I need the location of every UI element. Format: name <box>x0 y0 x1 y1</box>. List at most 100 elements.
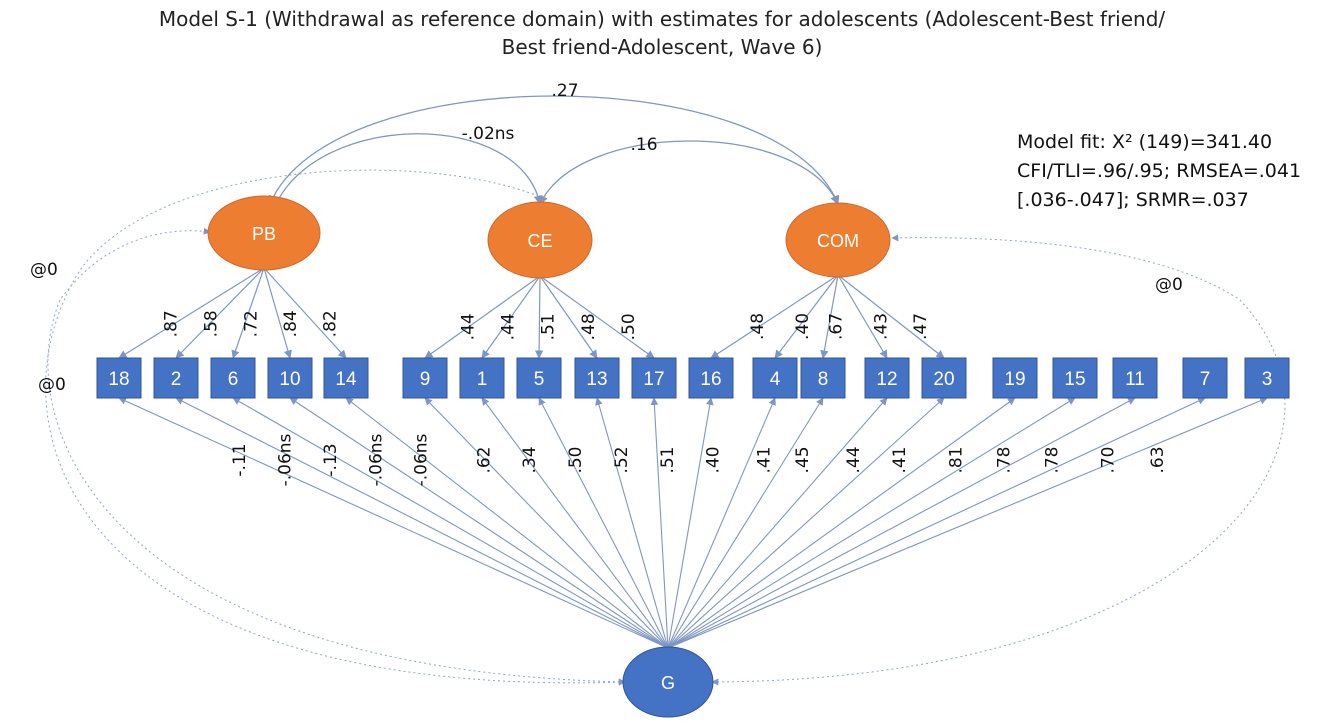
factor-pb: PB <box>207 195 321 271</box>
indicator-rect-8 <box>800 357 846 399</box>
indicator-rect-19 <box>992 357 1038 399</box>
loading-label-ce-13: .48 <box>579 313 599 340</box>
indicator-box-17: 17 <box>631 357 677 399</box>
loading-label-ce-1: .44 <box>498 313 518 340</box>
indicator-box-6: 6 <box>210 357 256 399</box>
indicator-rect-11 <box>1112 357 1158 399</box>
indicator-rect-13 <box>574 357 620 399</box>
loading-arrow-pb-10 <box>263 267 292 359</box>
loading-arrow-ce-9 <box>424 275 541 359</box>
loading-label-com-8: .67 <box>827 313 847 340</box>
indicator-rect-4 <box>752 357 798 399</box>
loading-arrow-g-5 <box>538 397 669 649</box>
indicator-label-4: 4 <box>770 369 781 390</box>
loading-label-g-4: .41 <box>755 446 775 473</box>
indicator-rect-12 <box>864 357 910 399</box>
specific-loading-arrows <box>118 267 945 359</box>
indicator-label-9: 9 <box>420 369 431 390</box>
model-fit-line3: [.036-.047]; SRMR=.037 <box>1017 189 1249 211</box>
loading-arrow-pb-6 <box>231 267 265 359</box>
general-loading-labels: -.11-.06ns-.13-.06ns-.06ns.62.34.50.52.5… <box>230 433 1168 486</box>
indicator-box-9: 9 <box>402 357 448 399</box>
indicator-label-7: 7 <box>1200 369 1211 390</box>
indicator-label-6: 6 <box>228 369 239 390</box>
factor-ce-ellipse <box>487 201 593 279</box>
indicator-rect-9 <box>402 357 448 399</box>
loading-label-g-20: .41 <box>890 446 910 473</box>
loading-label-g-2: -.06ns <box>275 433 295 486</box>
indicator-rect-10 <box>267 357 313 399</box>
loading-arrow-g-4 <box>667 397 776 649</box>
loading-label-g-9: .62 <box>475 446 495 473</box>
loading-arrow-g-14 <box>345 397 669 649</box>
loading-arrow-ce-13 <box>539 275 598 359</box>
indicator-rect-20 <box>921 357 967 399</box>
loading-label-g-7: .70 <box>1099 446 1119 473</box>
loading-arrow-g-9 <box>424 397 669 649</box>
factor-ce: CE <box>487 201 593 279</box>
general-loading-arrows <box>118 397 1268 649</box>
indicator-label-19: 19 <box>1004 369 1025 390</box>
loading-label-g-12: .44 <box>844 446 864 473</box>
loading-label-g-13: .52 <box>612 446 632 473</box>
indicator-rect-16 <box>688 357 734 399</box>
indicator-box-12: 12 <box>864 357 910 399</box>
factor-pb-label: PB <box>252 224 276 244</box>
loading-arrow-ce-17 <box>539 275 655 359</box>
loading-arrow-g-19 <box>667 397 1016 649</box>
loading-arrow-ce-1 <box>481 275 541 359</box>
indicator-box-4: 4 <box>752 357 798 399</box>
loading-arrow-g-11 <box>667 397 1136 649</box>
loading-label-com-16: .48 <box>748 313 768 340</box>
indicator-box-2: 2 <box>153 357 199 399</box>
loading-label-g-18: -.11 <box>230 443 250 476</box>
indicator-box-5: 5 <box>516 357 562 399</box>
corr-arc-ce-com <box>539 140 839 205</box>
loading-label-ce-5: .51 <box>538 313 558 340</box>
loading-label-g-19: .81 <box>947 446 967 473</box>
model-fit-line1: Model fit: X² (149)=341.40 <box>1017 131 1272 153</box>
indicator-rect-2 <box>153 357 199 399</box>
indicator-box-3: 3 <box>1244 357 1290 399</box>
loading-label-g-16: .40 <box>703 446 723 473</box>
factor-com: COM <box>785 202 891 278</box>
loading-arrow-g-6 <box>232 397 669 649</box>
indicator-box-11: 11 <box>1112 357 1158 399</box>
factor-pb-ellipse <box>207 195 321 271</box>
loading-label-ce-9: .44 <box>459 313 479 340</box>
specific-loading-labels: .87.58.72.84.82.44.44.51.48.50.48.40.67.… <box>162 310 932 340</box>
loading-label-pb-2: .58 <box>201 310 221 337</box>
loading-label-g-14: -.06ns <box>411 433 431 486</box>
loading-label-com-20: .47 <box>911 313 931 340</box>
indicator-rect-3 <box>1244 357 1290 399</box>
loading-arrow-g-15 <box>667 397 1076 649</box>
indicator-box-13: 13 <box>574 357 620 399</box>
indicator-box-19: 19 <box>992 357 1038 399</box>
loading-arrow-g-13 <box>595 397 669 649</box>
loading-arrow-ce-5 <box>534 275 544 359</box>
loading-arrow-g-16 <box>667 397 714 649</box>
loading-label-g-10: -.06ns <box>367 433 387 486</box>
indicator-label-14: 14 <box>335 369 357 390</box>
loading-arrow-g-20 <box>667 397 945 649</box>
loading-arrow-com-16 <box>710 274 839 359</box>
indicator-label-15: 15 <box>1064 369 1085 390</box>
loading-label-g-8: .45 <box>793 446 813 473</box>
loading-label-ce-17: .50 <box>619 313 639 340</box>
loading-label-g-17: .51 <box>658 446 678 473</box>
loading-arrow-pb-18 <box>118 267 265 359</box>
loading-label-pb-10: .84 <box>281 310 301 337</box>
loading-label-g-5: .50 <box>566 446 586 473</box>
loading-label-pb-6: .72 <box>241 310 261 337</box>
indicator-label-18: 18 <box>108 369 129 390</box>
indicator-rect-18 <box>96 357 142 399</box>
corr-label-pb-ce: -.02ns <box>462 124 515 144</box>
indicator-label-13: 13 <box>586 369 607 390</box>
indicator-box-1: 1 <box>459 357 505 399</box>
indicator-label-20: 20 <box>933 369 954 390</box>
loading-arrow-pb-2 <box>175 267 265 359</box>
loading-arrow-pb-14 <box>263 267 347 359</box>
factor-g: G <box>622 646 714 718</box>
